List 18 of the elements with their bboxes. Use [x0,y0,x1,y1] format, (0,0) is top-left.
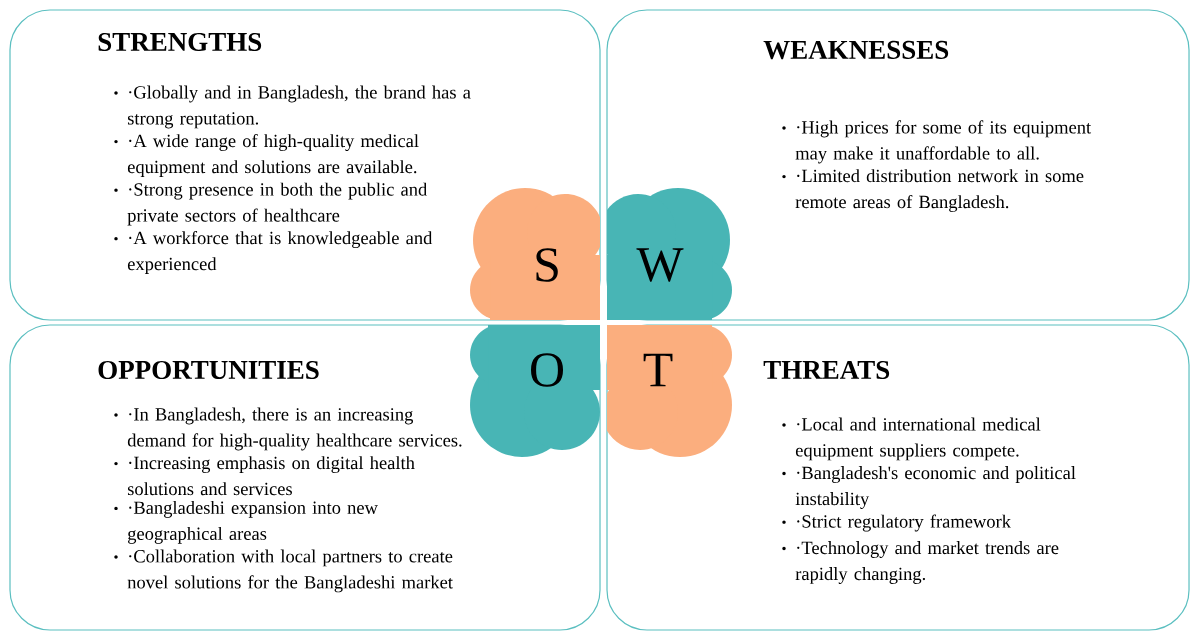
bullet-text: ·A workforce that is knowledgeable and experienced [127,231,433,274]
section-heading: OPPORTUNITIES [98,360,319,380]
bullet-text: ·High prices for some of its equipment may make it unaffordable to all. [795,120,1092,164]
bullet-text: ·Increasing emphasis on digital health solutions and services [127,456,415,496]
bullet-text: ·In Bangladesh, there is an increasing demand for high-quality healthcare services. [127,407,462,451]
section-heading: STRENGTHS [98,32,262,52]
bullet-text: ·Bangladesh's economic and political instability [795,466,1076,509]
section-heading: WEAKNESSES [763,40,949,60]
bullet-text: ·Collaboration with local partners to create novel solutions for the Bangladeshi market [127,549,453,593]
bullet-text: ·Local and international medical equipment suppliers compete. [795,417,1041,461]
bullet-text: ·Bangladeshi expansion into new geographical areas [128,500,378,544]
bullet-text: ·Strong presence in both the public and private sectors of healthcare [127,182,428,226]
bullet-text: ·Globally and in Bangladesh, the brand has a strong reputation. [127,85,471,129]
bullet-text: ·Limited distribution network in some remote areas of Bangladesh. [795,169,1084,212]
bullet-text: ·Technology and market trends are rapidly changing. [795,541,1059,584]
section-heading: THREATS [763,360,890,380]
bullet-text: ·Strict regulatory framework [797,514,1011,532]
bullet-text: ·A wide range of high-quality medical equipment and solutions are available. [127,133,419,177]
